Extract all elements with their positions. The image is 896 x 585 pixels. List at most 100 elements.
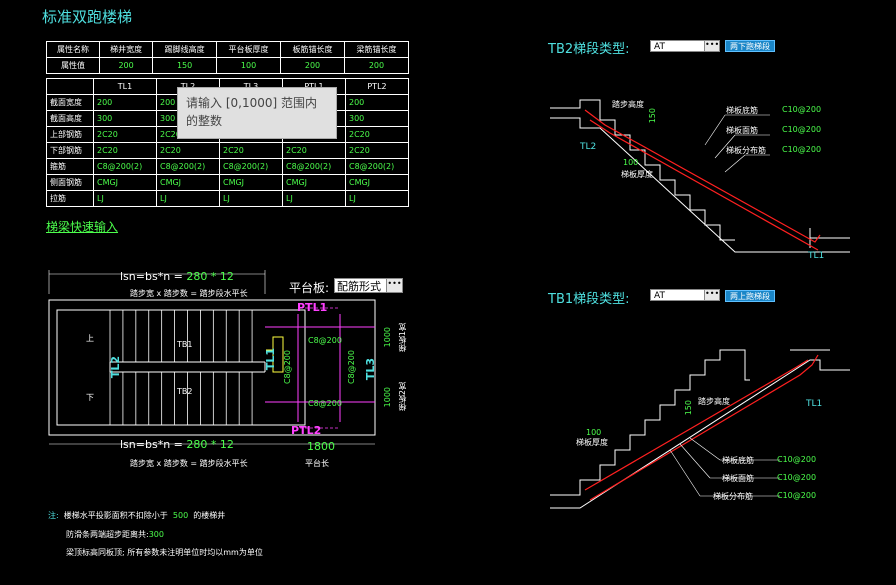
dim-1000-b: 1000: [383, 387, 392, 408]
beam-row-label: 截面高度: [46, 110, 94, 127]
beam-row-label: 上部钢筋: [46, 126, 94, 143]
tb2-type-label: TB2梯段类型:: [548, 42, 630, 57]
tb1-thickness-value: 100: [586, 428, 602, 437]
prop-header-cell: 梯井宽度: [99, 41, 154, 58]
beam-value-input[interactable]: CMGJ: [344, 174, 410, 191]
beam-value-input[interactable]: LJ: [155, 190, 220, 207]
tb2-dist-bar-label: 梯板分布筋: [726, 146, 766, 155]
tl1-plan-label: TL1: [264, 348, 277, 371]
dim-1000-a: 1000: [383, 327, 392, 348]
beam-value-input[interactable]: C8@200(2): [155, 158, 220, 175]
beam-value-input[interactable]: 300: [92, 110, 157, 127]
beam-row-label: 拉筋: [46, 190, 94, 207]
beam-value-input[interactable]: 2C20: [155, 142, 220, 159]
beam-value-input[interactable]: LJ: [281, 190, 346, 207]
beam-value-input[interactable]: 2C20: [92, 126, 157, 143]
prop-row-label: 属性值: [45, 57, 101, 74]
notes-line2: 防滑条两端超步距离共:300: [66, 530, 164, 539]
tb1-dist-bar-value: C10@200: [777, 491, 817, 500]
beam-value-input[interactable]: LJ: [344, 190, 410, 207]
up-label: 上: [86, 334, 94, 343]
beam-value-input[interactable]: C8@200(2): [218, 158, 283, 175]
tl2-plan-label: TL2: [109, 356, 122, 379]
tb1-dist-bar-label: 梯板分布筋: [713, 492, 753, 501]
prop-value-input[interactable]: 100: [216, 57, 282, 74]
tb1-bottom-bar-label: 梯板底筋: [722, 456, 754, 465]
beam-value-input[interactable]: CMGJ: [218, 174, 283, 191]
prop-header-cell: 板筋锚长度: [280, 41, 345, 58]
tb2-top-bar-value: C10@200: [782, 125, 822, 134]
prop-header-cell: 梁筋锚长度: [343, 41, 410, 58]
beam-value-input[interactable]: 300: [344, 110, 410, 127]
tb2-top-bar-label: 梯板面筋: [726, 126, 758, 135]
prop-value-input[interactable]: 150: [152, 57, 218, 74]
tb2-tl1-label: TL1: [808, 251, 825, 261]
plan-outline: [48, 299, 376, 436]
tb2-type-select[interactable]: AT•••: [650, 40, 720, 52]
plan-caption-bottom: 踏步宽 x 踏步数 = 踏步段水平长: [130, 459, 248, 468]
width1-label: 梯板1宽: [398, 323, 407, 353]
beam-value-input[interactable]: CMGJ: [155, 174, 220, 191]
beam-value-input[interactable]: 2C20: [281, 142, 346, 159]
c8-left: C8@200: [283, 350, 292, 384]
tb1-type-label: TB1梯段类型:: [548, 292, 630, 307]
down-label: 下: [86, 393, 94, 402]
tb2-type-button[interactable]: 两下跑梯段: [725, 40, 775, 52]
ellipsis-icon[interactable]: •••: [704, 40, 720, 51]
prop-header-cell: 属性名称: [45, 41, 101, 58]
beam-value-input[interactable]: C8@200(2): [92, 158, 157, 175]
tb2-dist-bar-value: C10@200: [782, 145, 822, 154]
beam-value-input[interactable]: CMGJ: [92, 174, 157, 191]
tb2-thickness-value: 100: [623, 158, 639, 167]
beam-value-input[interactable]: C8@200(2): [281, 158, 346, 175]
page-title: 标准双跑楼梯: [42, 8, 133, 26]
beam-column-header: TL1: [92, 78, 157, 95]
notes-line3: 梁顶标高同板顶; 所有参数未注明单位时均以mm为单位: [66, 548, 263, 557]
tb2-tl2-label: TL2: [580, 142, 597, 152]
plan-caption-top: 踏步宽 x 踏步数 = 踏步段水平长: [130, 289, 248, 298]
tb1-section-drawing: [550, 349, 850, 509]
prop-value-input[interactable]: 200: [99, 57, 154, 74]
tb1-step-height-label: 踏步高度: [698, 397, 730, 406]
beam-value-input[interactable]: LJ: [218, 190, 283, 207]
platform-length-value: 1800: [307, 440, 335, 453]
beam-value-input[interactable]: 2C20: [92, 142, 157, 159]
c8-right: C8@200: [347, 350, 356, 384]
beam-row-label: 截面宽度: [46, 94, 94, 111]
tb1-top-bar-value: C10@200: [777, 473, 817, 482]
tb1-plan-label: TB1: [177, 340, 193, 349]
lsn-bottom-label: lsn=bs*n = 280 * 12: [120, 438, 234, 451]
beam-value-input[interactable]: C8@200(2): [344, 158, 410, 175]
tb2-bottom-bar-label: 梯板底筋: [726, 106, 758, 115]
beam-value-input[interactable]: 200: [92, 94, 157, 111]
tb2-bottom-bar-value: C10@200: [782, 105, 822, 114]
tb1-tl1-label: TL1: [806, 399, 823, 409]
ellipsis-icon[interactable]: •••: [704, 289, 720, 300]
ellipsis-icon[interactable]: •••: [386, 279, 402, 292]
platform-slab-select[interactable]: 配筋形式•••: [334, 278, 403, 293]
beam-value-input[interactable]: 2C20: [344, 126, 410, 143]
c8-bottom: C8@200: [308, 399, 342, 408]
prop-value-input[interactable]: 200: [280, 57, 345, 74]
beam-value-input[interactable]: 2C20: [344, 142, 410, 159]
beam-row-label: 下部钢筋: [46, 142, 94, 159]
tb1-thickness-label: 梯板厚度: [576, 438, 608, 447]
quick-input-link[interactable]: 梯梁快速输入: [46, 220, 119, 234]
notes-line1: 注: 楼梯水平投影面积不扣除小于 500 的楼梯井: [48, 511, 226, 520]
tb1-type-select[interactable]: AT•••: [650, 289, 720, 301]
tb2-section-drawing: [550, 99, 850, 253]
beam-value-input[interactable]: 2C20: [218, 142, 283, 159]
beam-value-input[interactable]: CMGJ: [281, 174, 346, 191]
tb2-step-height-value: 150: [648, 108, 657, 124]
prop-value-input[interactable]: 200: [343, 57, 410, 74]
beam-corner-cell: [46, 78, 94, 95]
tb1-bottom-bar-value: C10@200: [777, 455, 817, 464]
tb2-thickness-label: 梯板厚度: [621, 170, 653, 179]
ptl2-label: PTL2: [291, 424, 322, 437]
beam-value-input[interactable]: LJ: [92, 190, 157, 207]
beam-value-input[interactable]: 200: [344, 94, 410, 111]
tb1-type-button[interactable]: 两上跑梯段: [725, 290, 775, 302]
